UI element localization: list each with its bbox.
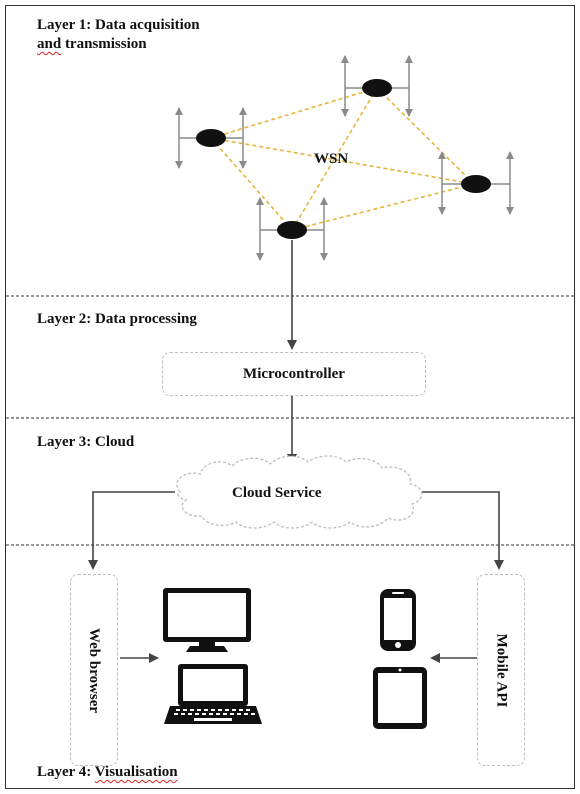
arrow-cloud-to-mobile-api xyxy=(422,491,504,570)
layer-3-title: Layer 3: Cloud xyxy=(37,434,135,450)
layer-1-title-and: and xyxy=(37,36,62,52)
layer-1-title: Layer 1: Data acquisition and transmissi… xyxy=(37,16,200,54)
desktop-monitor-icon xyxy=(163,588,251,652)
mobile-api-box: Mobile API xyxy=(477,574,525,766)
layer-1-title-line1: Layer 1: Data acquisition xyxy=(37,17,200,33)
layer-1-title-line2: and transmission xyxy=(37,35,200,54)
sensor-node-icon xyxy=(175,107,247,169)
web-browser-label: Web browser xyxy=(86,627,103,713)
wsn-links xyxy=(210,87,475,231)
microcontroller-box: Microcontroller xyxy=(162,352,426,396)
layer-4-title-prefix: Layer 4: xyxy=(37,764,95,780)
laptop-icon xyxy=(164,664,262,724)
layer-1-title-transmission: transmission xyxy=(61,36,147,52)
wsn-label: WSN xyxy=(314,151,348,167)
layer-4-title: Layer 4: Visualisation xyxy=(37,763,178,782)
outer-frame xyxy=(5,5,575,789)
sensor-node-icon xyxy=(438,151,514,215)
arrow-cloud-to-web-browser xyxy=(88,491,175,570)
microcontroller-label: Microcontroller xyxy=(243,365,345,382)
web-browser-box: Web browser xyxy=(70,574,118,766)
tablet-icon xyxy=(373,667,427,729)
layer-4-title-word: Visualisation xyxy=(94,764,178,780)
smartphone-icon xyxy=(380,589,416,651)
cloud-service-label: Cloud Service xyxy=(232,485,322,501)
mobile-api-label: Mobile API xyxy=(493,633,510,707)
sensor-node-icon xyxy=(256,197,328,261)
sensor-node-icon xyxy=(341,55,413,117)
layer-2-title: Layer 2: Data processing xyxy=(37,311,197,327)
cloud-icon xyxy=(176,455,423,529)
